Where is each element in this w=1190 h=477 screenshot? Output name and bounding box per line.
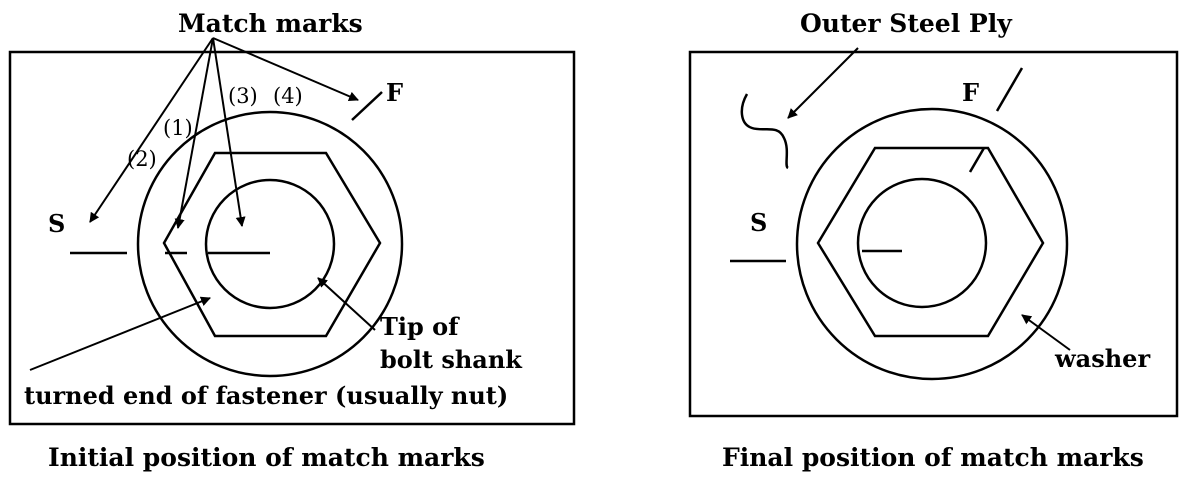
mark-number-2: (2) (127, 147, 157, 171)
arrow-turned-end (29, 296, 211, 371)
match-marks-title: Match marks (178, 9, 363, 38)
washer-circle (795, 107, 1069, 381)
match-mark-line-plate-f (995, 67, 1024, 112)
final-position-panel: Outer Steel Ply F S washer Final positio… (688, 9, 1179, 472)
tip-of-bolt-label-line2: bolt shank (380, 345, 523, 374)
mark-label-f: F (386, 78, 403, 107)
arrow-mark-4 (212, 37, 359, 102)
arrow-outer-steel-ply (787, 47, 859, 119)
arrow-washer (1021, 314, 1071, 351)
steel-plate-outline (8, 50, 576, 426)
arrow-tip-of-bolt (317, 277, 376, 331)
mark-label-f: F (962, 78, 979, 107)
match-mark-line-plate-f (351, 91, 383, 121)
initial-position-caption: Initial position of match marks (48, 443, 485, 472)
arrow-mark-2 (89, 37, 214, 223)
bolt-shank-circle (856, 177, 988, 309)
nut-hexagon (816, 146, 1045, 338)
mark-number-4: (4) (273, 84, 303, 108)
turned-end-label: turned end of fastener (usually nut) (24, 381, 508, 410)
nut-hexagon (162, 151, 382, 338)
mark-label-s: S (750, 208, 767, 237)
arrow-mark-1 (174, 37, 214, 229)
match-mark-line-nut (968, 147, 986, 173)
final-position-caption: Final position of match marks (722, 443, 1144, 472)
mark-number-1: (1) (163, 116, 193, 140)
mark-number-3: (3) (228, 84, 258, 108)
arrow-mark-3 (212, 37, 246, 227)
outer-steel-ply-title: Outer Steel Ply (800, 9, 1013, 38)
mark-label-s: S (48, 209, 65, 238)
bolt-shank-circle (204, 178, 336, 310)
washer-label: washer (1054, 344, 1150, 373)
tip-of-bolt-label-line1: Tip of (380, 312, 460, 341)
outer-steel-ply-squiggle (740, 93, 789, 170)
steel-plate-outline (688, 50, 1179, 418)
initial-position-panel: Match marks F S (1) (2) (3) (4) Tip of b… (8, 9, 576, 472)
washer-circle (136, 110, 404, 378)
